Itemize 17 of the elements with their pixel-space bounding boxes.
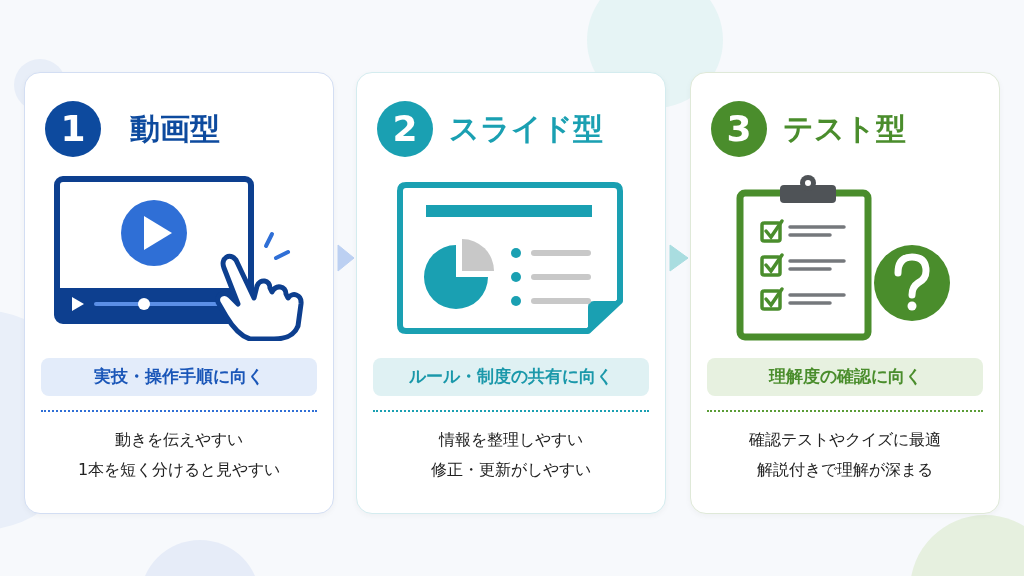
category-tag: 実技・操作手順に向く: [41, 358, 317, 396]
card-title: スライド型: [449, 110, 603, 148]
description-text: 情報を整理しやすい: [439, 429, 583, 451]
chevron-arrow: [337, 244, 355, 272]
category-tag: ルール・制度の共有に向く: [373, 358, 649, 396]
card-title: テスト型: [783, 110, 906, 148]
description-text: 1本を短く分けると見やすい: [77, 459, 281, 481]
card-title: 動画型: [130, 110, 220, 148]
card: [24, 72, 334, 514]
description-text: 動きを伝えやすい: [115, 429, 243, 451]
category-tag: 理解度の確認に向く: [707, 358, 983, 396]
card: [690, 72, 1000, 514]
description-text: 確認テストやクイズに最適: [749, 429, 941, 451]
description-text: 解説付きで理解が深まる: [757, 459, 933, 481]
description-text: 修正・更新がしやすい: [431, 459, 591, 481]
card: [356, 72, 666, 514]
chevron-arrow: [669, 244, 689, 272]
